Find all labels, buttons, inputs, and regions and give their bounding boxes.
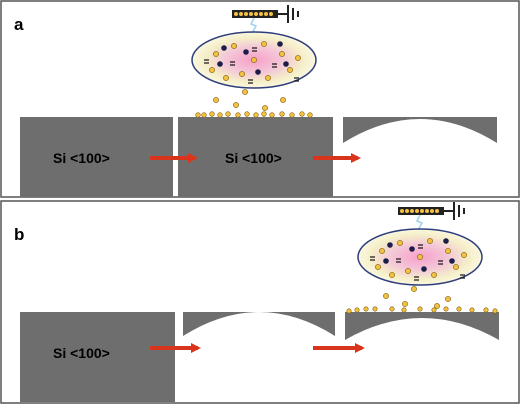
si-label-a2: Si <100> [225,150,282,166]
plasma-cloud-icon [357,201,483,286]
particle-layer [195,111,313,118]
panel-a-label: a [14,15,24,34]
panel-b-frame [0,200,520,404]
si-block-b1 [20,312,175,402]
etched-si-b2 [183,312,335,336]
panel-b-label: b [14,225,24,244]
particle-layer [346,306,498,314]
particle-icon [213,89,286,111]
si-label-b1: Si <100> [53,345,110,361]
etched-si-a [343,117,497,143]
etched-si-b3 [345,312,499,340]
si-label-a1: Si <100> [53,150,110,166]
particle-icon [383,286,451,309]
si-block-a1 [20,117,173,197]
si-block-a2 [178,117,333,197]
plasma-cloud-icon [191,4,317,89]
